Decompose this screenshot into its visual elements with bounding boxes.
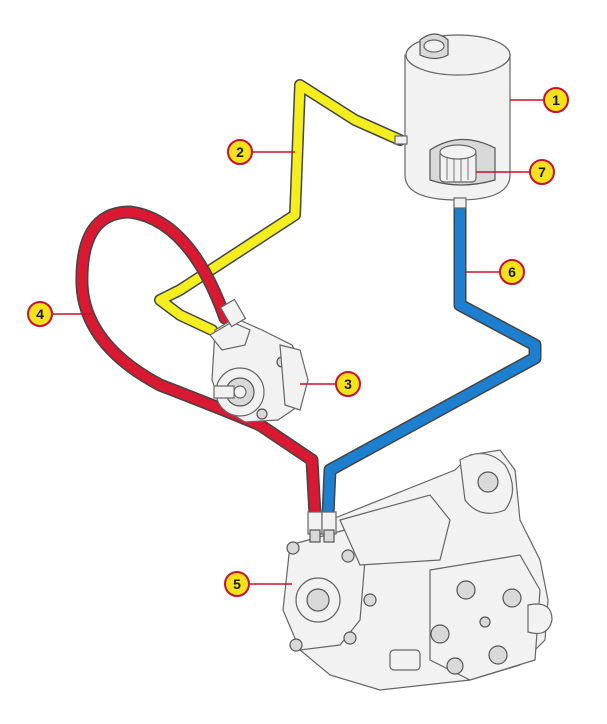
callout-1: 1 (510, 87, 569, 113)
steering-gear (282, 449, 553, 691)
callout-marker (27, 301, 53, 327)
callout-label: 1 (552, 92, 560, 108)
return-hose-fill (323, 200, 540, 520)
callout-4: 4 (27, 301, 92, 327)
callout-marker (499, 259, 525, 285)
callout-label: 3 (344, 376, 352, 392)
callout-marker (335, 371, 361, 397)
pressure-hose (75, 205, 322, 522)
return-hose (321, 198, 542, 522)
supply-hose-fill (155, 80, 405, 335)
callout-label: 2 (236, 144, 244, 160)
callout-label: 6 (508, 264, 516, 280)
callout-3: 3 (300, 371, 361, 397)
pressure-hose-fill (76, 207, 320, 520)
supply-hose (154, 79, 406, 336)
callout-marker (227, 139, 253, 165)
reservoir (394, 33, 511, 209)
callout-label: 5 (233, 576, 241, 592)
power-steering-pump (209, 298, 309, 423)
callout-2: 2 (227, 139, 295, 165)
callout-6: 6 (466, 259, 525, 285)
callout-label: 4 (36, 306, 44, 322)
callout-5: 5 (224, 571, 292, 597)
callout-7: 7 (476, 159, 555, 185)
callout-label: 7 (538, 164, 546, 180)
callout-marker (529, 159, 555, 185)
callout-marker (224, 571, 250, 597)
callout-marker (543, 87, 569, 113)
